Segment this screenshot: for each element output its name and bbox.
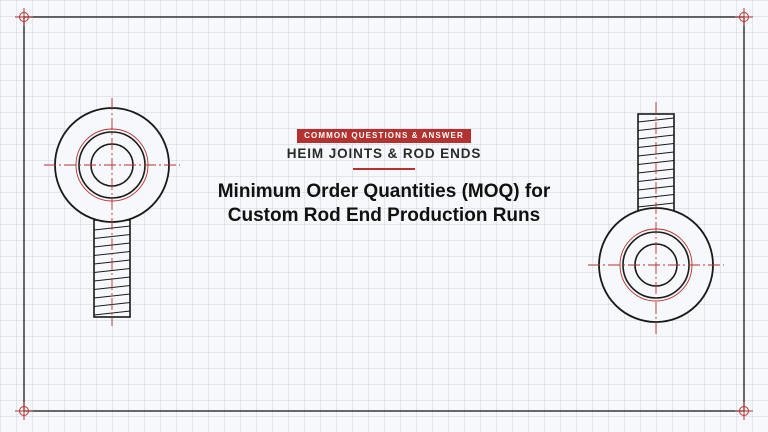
category-heading: HEIM JOINTS & ROD ENDS (286, 146, 482, 161)
registration-mark-icon (735, 402, 753, 420)
page-title-line-2: Custom Rod End Production Runs (227, 205, 541, 226)
divider (353, 168, 415, 170)
thread-line (93, 293, 131, 299)
registration-mark-icon (15, 8, 33, 26)
registration-mark-icon (735, 8, 753, 26)
page-title: Minimum Order Quantities (MOQ) for Custo… (0, 180, 768, 228)
page-title-line-1: Minimum Order Quantities (MOQ) for (217, 181, 551, 202)
thread-line (637, 194, 675, 199)
thread-line (637, 177, 675, 182)
registration-mark-icon (15, 402, 33, 420)
thread-line (637, 117, 675, 123)
rod-end-drawing-left (44, 98, 180, 326)
section-badge: COMMON QUESTIONS & ANSWER (297, 129, 471, 143)
rod-end-drawing-right (588, 102, 724, 334)
badge-container: COMMON QUESTIONS & ANSWER (0, 125, 768, 143)
thread-line (93, 234, 131, 239)
thread-line (93, 268, 131, 273)
drawing-frame (23, 16, 745, 412)
